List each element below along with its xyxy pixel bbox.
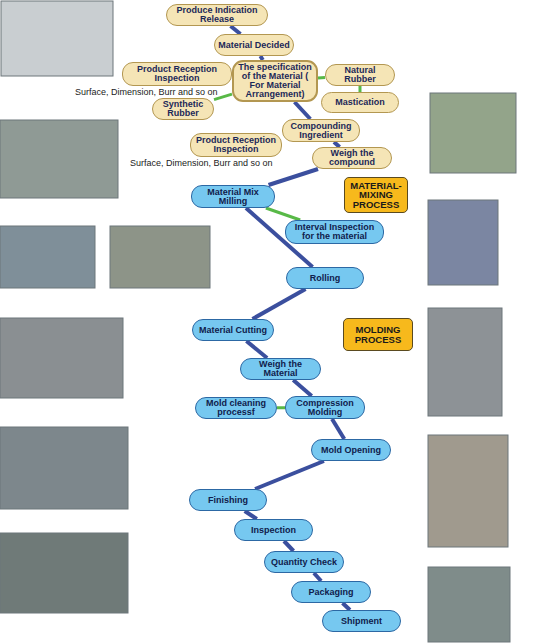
- process-box: Shipment: [322, 610, 401, 632]
- process-box: Inspection: [234, 519, 313, 541]
- inspection-note: Surface, Dimension, Burr and so on: [75, 87, 218, 97]
- stage-tag: MOLDING PROCESS: [343, 318, 413, 351]
- node-text: MATERIAL-MIXING PROCESS: [348, 181, 404, 210]
- node-text: Produce Indication Release: [170, 6, 264, 24]
- photo: [0, 533, 128, 613]
- flow-connector: [277, 406, 285, 409]
- material-step-box: Product Reception Inspection: [190, 133, 282, 157]
- photo: [0, 120, 118, 198]
- flow-connector: [295, 102, 311, 119]
- node-text: Weigh the compound: [316, 149, 388, 167]
- material-step-box: Natural Rubber: [325, 64, 395, 86]
- flow-connector: [314, 573, 321, 581]
- node-text: Material Decided: [218, 41, 290, 50]
- photo: [430, 93, 516, 173]
- node-text: Material Mix Milling: [195, 188, 271, 206]
- material-step-box: Weigh the compound: [312, 147, 392, 169]
- flow-connector: [246, 341, 267, 358]
- process-box: Finishing: [189, 489, 267, 511]
- material-step-box: Synthetic Rubber: [152, 98, 214, 120]
- stage-tag: MATERIAL-MIXING PROCESS: [344, 177, 408, 213]
- photo: [428, 308, 502, 416]
- node-text: The specification of the Material ( For …: [237, 63, 313, 99]
- material-step-box: Compounding Ingredient: [282, 119, 360, 142]
- node-text: Shipment: [341, 617, 382, 626]
- process-box: Weigh the Material: [240, 358, 321, 380]
- photo: [428, 200, 498, 285]
- inspection-note: Surface, Dimension, Burr and so on: [130, 158, 273, 168]
- node-text: Material Cutting: [199, 326, 267, 335]
- material-step-box: Product Reception Inspection: [122, 62, 232, 86]
- flow-connector: [343, 603, 350, 610]
- node-text: Mold cleaning processf: [199, 399, 273, 417]
- node-text: Compounding Ingredient: [286, 122, 356, 140]
- process-box: Rolling: [286, 267, 364, 289]
- node-text: Mastication: [335, 98, 385, 107]
- process-box: Packaging: [291, 581, 371, 603]
- node-text: Mold Opening: [321, 446, 381, 455]
- node-text: Quantity Check: [271, 558, 337, 567]
- photo: [1, 1, 113, 76]
- node-text: Natural Rubber: [329, 66, 391, 84]
- node-text: Compression Molding: [289, 399, 361, 417]
- flow-connector: [245, 511, 257, 519]
- material-step-box: The specification of the Material ( For …: [232, 60, 318, 102]
- material-step-box: Mastication: [321, 92, 399, 113]
- node-text: Synthetic Rubber: [156, 100, 210, 118]
- material-step-box: Material Decided: [214, 34, 294, 56]
- process-box: Mold cleaning processf: [195, 397, 277, 419]
- flow-connector: [318, 76, 325, 79]
- process-box: Quantity Check: [264, 551, 344, 573]
- material-step-box: Produce Indication Release: [166, 4, 268, 26]
- node-text: Weigh the Material: [244, 360, 317, 378]
- node-text: Inspection: [251, 526, 296, 535]
- photo: [0, 226, 95, 288]
- node-text: Finishing: [208, 496, 248, 505]
- photo: [110, 226, 210, 288]
- node-text: Rolling: [310, 274, 341, 283]
- photo: [0, 427, 128, 509]
- process-box: Material Cutting: [192, 319, 274, 341]
- flow-connector: [252, 289, 305, 319]
- node-text: Product Reception Inspection: [194, 136, 278, 154]
- node-text: Packaging: [308, 588, 353, 597]
- flow-connector: [255, 461, 324, 489]
- node-text: MOLDING PROCESS: [347, 325, 409, 344]
- process-box: Interval Inspection for the material: [285, 220, 384, 244]
- node-text: Interval Inspection for the material: [289, 223, 380, 241]
- node-text: Product Reception Inspection: [126, 65, 228, 83]
- flow-connector: [332, 419, 344, 439]
- flow-connector: [269, 169, 318, 185]
- process-box: Mold Opening: [311, 439, 391, 461]
- photo: [0, 318, 123, 398]
- process-box: Compression Molding: [285, 396, 365, 419]
- process-box: Material Mix Milling: [191, 185, 275, 208]
- photo: [428, 435, 508, 547]
- flow-connector: [266, 208, 300, 220]
- photo: [428, 567, 510, 642]
- flow-connector: [284, 541, 294, 551]
- flow-connector: [293, 380, 311, 396]
- flow-connector: [231, 26, 241, 34]
